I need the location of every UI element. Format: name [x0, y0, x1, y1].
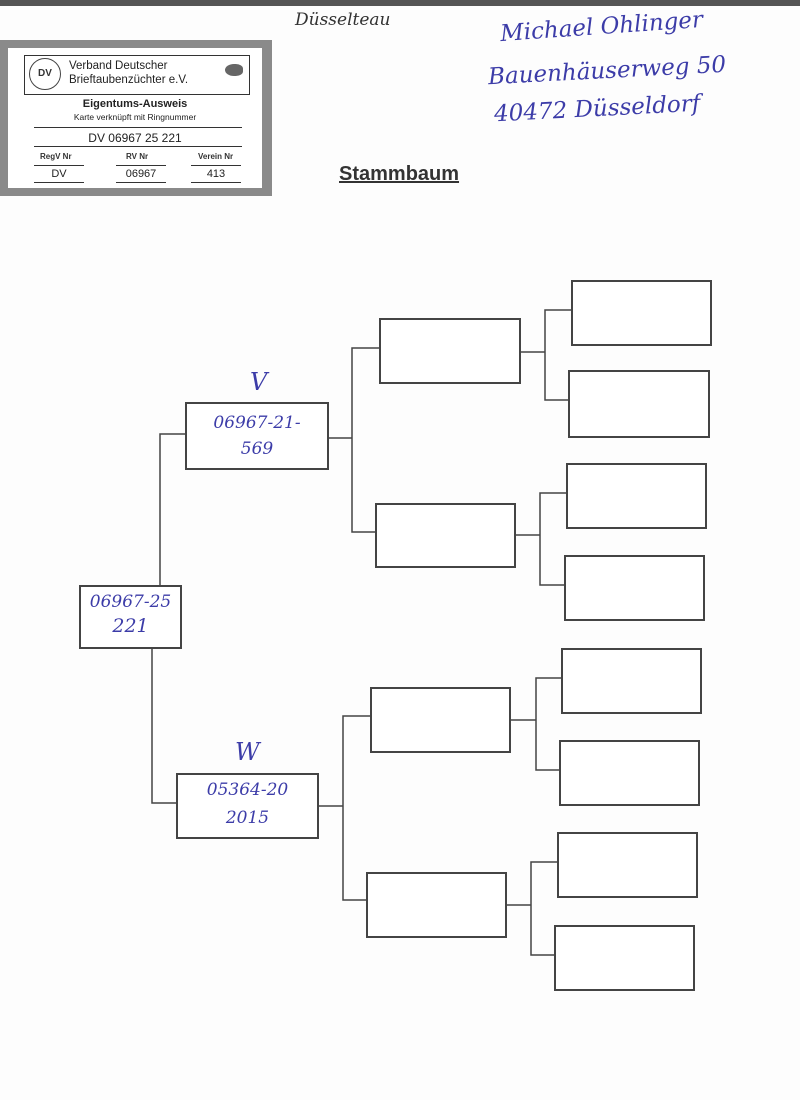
card-heading: Eigentums-Ausweis	[82, 98, 188, 110]
pedigree-box-mother: 05364-20 2015	[176, 773, 319, 839]
father-mark: V	[250, 368, 268, 396]
pedigree-box-gen4	[564, 555, 705, 621]
pedigree-box-root: 06967-25 221	[79, 585, 182, 649]
verein-label: Verein Nr	[198, 152, 234, 161]
pedigree-box-gen4	[571, 280, 712, 346]
pedigree-box-gen4	[566, 463, 707, 529]
rv-value: 06967	[125, 168, 157, 180]
page-title: Stammbaum	[339, 163, 460, 185]
dv-logo: DV	[29, 58, 61, 90]
pedigree-box-gen4	[557, 832, 698, 898]
card-subheading: Karte verknüpft mit Ringnummer	[73, 112, 197, 122]
pedigree-box-gen3	[375, 503, 516, 568]
pedigree-box-gen3	[379, 318, 521, 384]
verein-value: 413	[206, 168, 226, 180]
pedigree-box-gen4	[554, 925, 695, 991]
handwritten-note: Düsselteau	[295, 10, 391, 30]
mother-mark: W	[235, 738, 260, 766]
pedigree-box-gen4	[559, 740, 700, 806]
regv-value: DV	[51, 168, 67, 180]
pedigree-box-father: 06967-21- 569	[185, 402, 329, 470]
rv-label: RV Nr	[126, 152, 149, 161]
pigeon-icon	[225, 64, 243, 76]
pedigree-box-gen3	[370, 687, 511, 753]
regv-label: RegV Nr	[40, 152, 72, 161]
pedigree-box-gen4	[561, 648, 702, 714]
scan-edge	[0, 0, 800, 6]
ring-number: DV 06967 25 221	[88, 131, 182, 145]
pedigree-box-gen4	[568, 370, 710, 438]
pedigree-box-gen3	[366, 872, 507, 938]
